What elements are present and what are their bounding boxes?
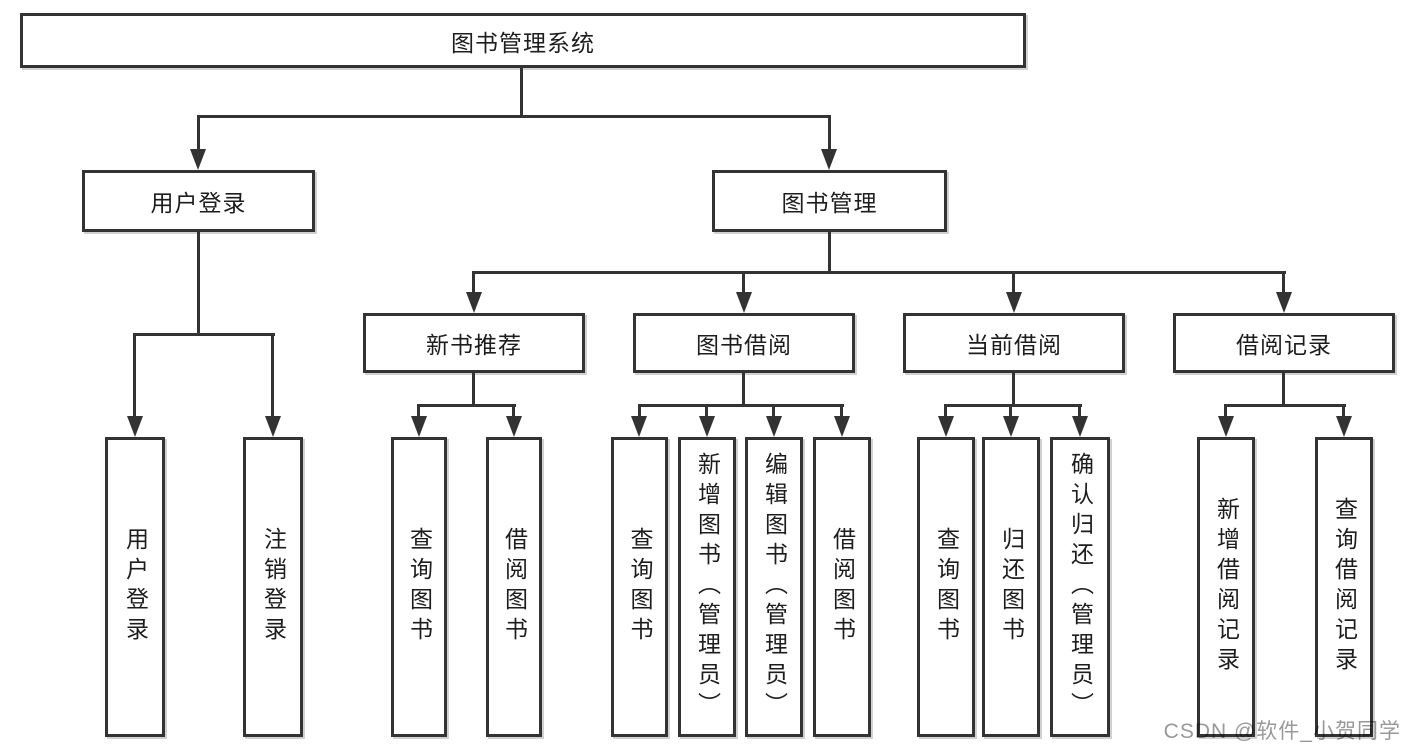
connector-line (840, 404, 843, 418)
connector-line (472, 271, 1286, 274)
arrow-down-icon (411, 416, 427, 437)
connector-line (944, 404, 1082, 407)
connector-line (1224, 404, 1227, 418)
arrow-down-icon (466, 292, 482, 313)
arrow-down-icon (265, 416, 281, 437)
connector-line (197, 115, 200, 151)
connector-line (197, 115, 831, 118)
arrow-down-icon (190, 149, 206, 170)
leaf-borrowing-borrow-books-label: 借阅图书 (829, 527, 856, 647)
arrow-down-icon (1003, 416, 1019, 437)
arrow-down-icon (699, 416, 715, 437)
connector-line (417, 404, 420, 418)
arrow-down-icon (127, 416, 143, 437)
leaf-confirm-return-admin-label: 确认归还（管理员） (1067, 452, 1094, 722)
leaf-current-query-books-label: 查询图书 (933, 527, 960, 647)
node-book-borrowing-label: 图书借阅 (696, 332, 792, 358)
leaf-add-borrow-record-label: 新增借阅记录 (1213, 497, 1240, 677)
node-user-login-label: 用户登录 (150, 190, 247, 216)
connector-line (472, 373, 475, 407)
connector-line (772, 404, 775, 418)
node-user-login: 用户登录 (82, 170, 315, 232)
connector-line (742, 271, 745, 294)
connector-line (828, 232, 831, 274)
leaf-add-books-admin: 新增图书（管理员） (678, 437, 736, 737)
node-borrowing-records-label: 借阅记录 (1236, 332, 1332, 358)
leaf-user-login: 用户登录 (105, 437, 165, 737)
watermark: CSDN @软件_小贺同学 (1163, 720, 1401, 743)
leaf-edit-books-admin: 编辑图书（管理员） (745, 437, 803, 737)
arrow-down-icon (506, 416, 522, 437)
leaf-logout: 注销登录 (243, 437, 303, 737)
connector-line (1078, 404, 1081, 418)
connector-line (638, 404, 844, 407)
node-book-management: 图书管理 (712, 170, 947, 232)
connector-line (512, 404, 515, 418)
leaf-borrowing-borrow-books: 借阅图书 (813, 437, 871, 737)
leaf-current-query-books: 查询图书 (917, 437, 975, 737)
connector-line (944, 404, 947, 418)
leaf-confirm-return-admin: 确认归还（管理员） (1050, 437, 1110, 737)
leaf-return-books-label: 归还图书 (998, 527, 1025, 647)
leaf-return-books: 归还图书 (982, 437, 1040, 737)
connector-line (133, 333, 136, 418)
connector-line (742, 373, 745, 407)
node-book-management-label: 图书管理 (781, 190, 878, 216)
arrow-down-icon (1218, 416, 1234, 437)
arrow-down-icon (938, 416, 954, 437)
leaf-borrowing-query-books-label: 查询图书 (627, 527, 653, 647)
leaf-add-books-admin-label: 新增图书（管理员） (694, 452, 721, 722)
connector-line (1009, 404, 1012, 418)
leaf-user-login-label: 用户登录 (122, 527, 149, 647)
leaf-recommend-borrow-books: 借阅图书 (486, 437, 542, 737)
node-current-borrowing: 当前借阅 (903, 313, 1125, 373)
connector-line (197, 232, 200, 336)
connector-line (520, 68, 523, 118)
node-borrowing-records: 借阅记录 (1173, 313, 1395, 373)
leaf-logout-label: 注销登录 (260, 527, 287, 647)
leaf-recommend-query-books-label: 查询图书 (406, 527, 433, 647)
leaf-edit-books-admin-label: 编辑图书（管理员） (761, 452, 788, 722)
connector-line (133, 333, 275, 336)
arrow-down-icon (834, 416, 850, 437)
node-root: 图书管理系统 (20, 13, 1026, 68)
connector-line (828, 115, 831, 151)
arrow-down-icon (1072, 416, 1088, 437)
connector-line (1012, 373, 1015, 407)
leaf-recommend-query-books: 查询图书 (391, 437, 447, 737)
connector-line (1224, 404, 1346, 407)
arrow-down-icon (736, 292, 752, 313)
connector-line (1342, 404, 1345, 418)
connector-line (1282, 373, 1285, 407)
arrow-down-icon (631, 416, 647, 437)
connector-line (472, 271, 475, 294)
node-new-book-recommend-label: 新书推荐 (426, 332, 522, 358)
arrow-down-icon (1336, 416, 1352, 437)
arrow-down-icon (821, 149, 837, 170)
arrow-down-icon (1276, 292, 1292, 313)
leaf-borrowing-query-books: 查询图书 (611, 437, 668, 737)
node-book-borrowing: 图书借阅 (633, 313, 855, 373)
arrow-down-icon (766, 416, 782, 437)
leaf-add-borrow-record: 新增借阅记录 (1197, 437, 1255, 737)
connector-line (1012, 271, 1015, 294)
connector-line (705, 404, 708, 418)
leaf-recommend-borrow-books-label: 借阅图书 (501, 527, 528, 647)
arrow-down-icon (1006, 292, 1022, 313)
leaf-query-borrow-record-label: 查询借阅记录 (1331, 497, 1358, 677)
leaf-query-borrow-record: 查询借阅记录 (1315, 437, 1373, 737)
connector-line (1282, 271, 1285, 294)
connector-line (271, 333, 274, 418)
node-root-label: 图书管理系统 (451, 29, 595, 56)
connector-line (417, 404, 516, 407)
connector-line (638, 404, 641, 418)
node-current-borrowing-label: 当前借阅 (966, 332, 1062, 358)
node-new-book-recommend: 新书推荐 (363, 313, 585, 373)
